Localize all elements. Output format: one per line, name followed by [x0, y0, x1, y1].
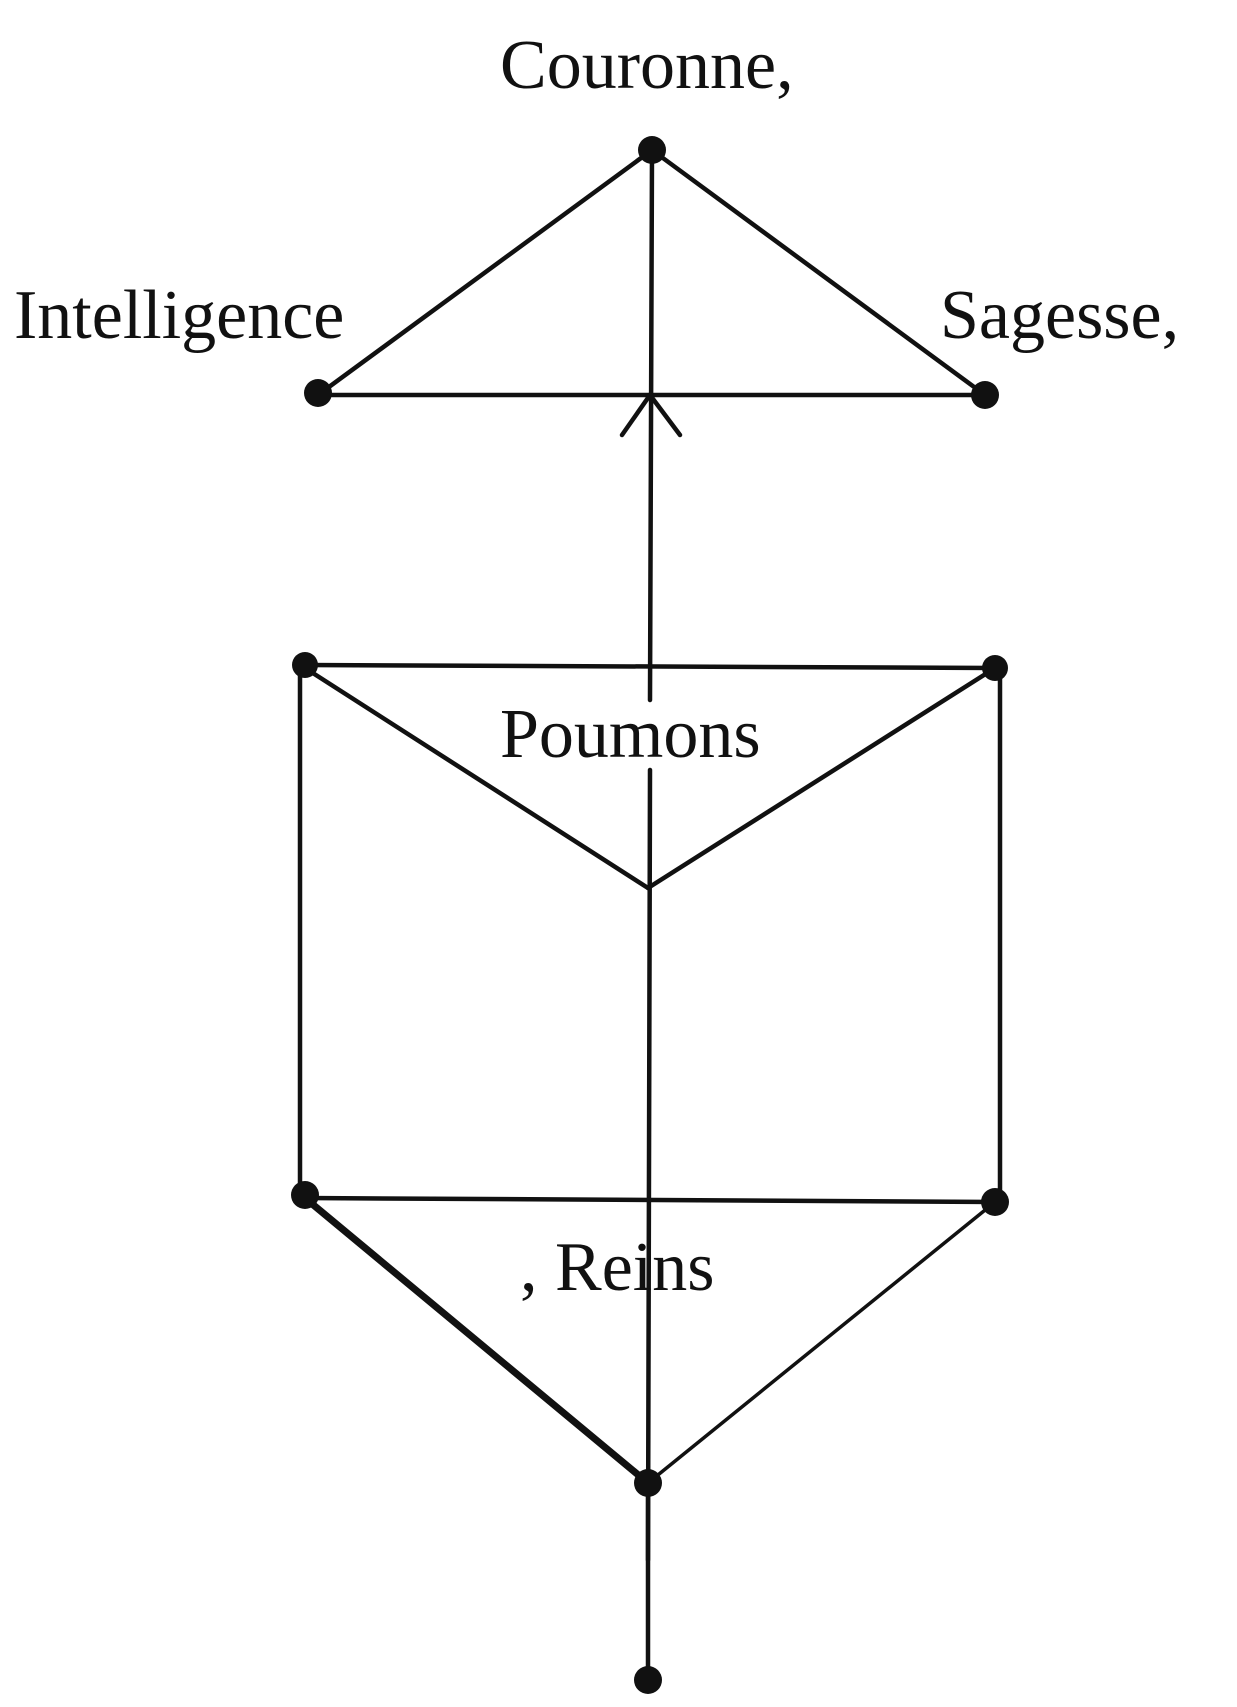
edge-low-left-to-low-right: [302, 1195, 998, 1205]
edge-mid-right-to-center: [645, 665, 998, 891]
edge-top-to-upper-right: [649, 147, 988, 398]
edge-low-right-to-bottom-center: [646, 1200, 997, 1485]
node-bottom-center: [634, 1469, 662, 1497]
edge-low-left-to-bottom-center: [301, 1194, 652, 1487]
edge-mid-left-to-mid-right: [302, 662, 998, 671]
node-low-right: [981, 1188, 1009, 1216]
node-low-left: [291, 1181, 319, 1209]
edge-mid-left-to-center: [302, 665, 651, 891]
edge-central-axis-lower: [645, 767, 653, 1563]
label-sagesse: Sagesse,: [940, 277, 1179, 354]
arrowhead-up: [619, 391, 683, 438]
node-upper-left: [304, 379, 332, 407]
label-poumons: Poumons: [500, 696, 761, 773]
node-upper-right: [971, 381, 999, 409]
edge-central-axis-upper: [647, 147, 655, 703]
label-reins: , Reins: [520, 1229, 714, 1306]
node-mid-right: [982, 655, 1008, 681]
label-couronne: Couronne,: [500, 27, 794, 104]
node-top: [638, 136, 666, 164]
node-mid-left: [292, 652, 318, 678]
node-base: [634, 1666, 662, 1694]
label-intelligence: Intelligence: [14, 277, 344, 354]
edge-top-to-upper-left: [315, 147, 655, 398]
